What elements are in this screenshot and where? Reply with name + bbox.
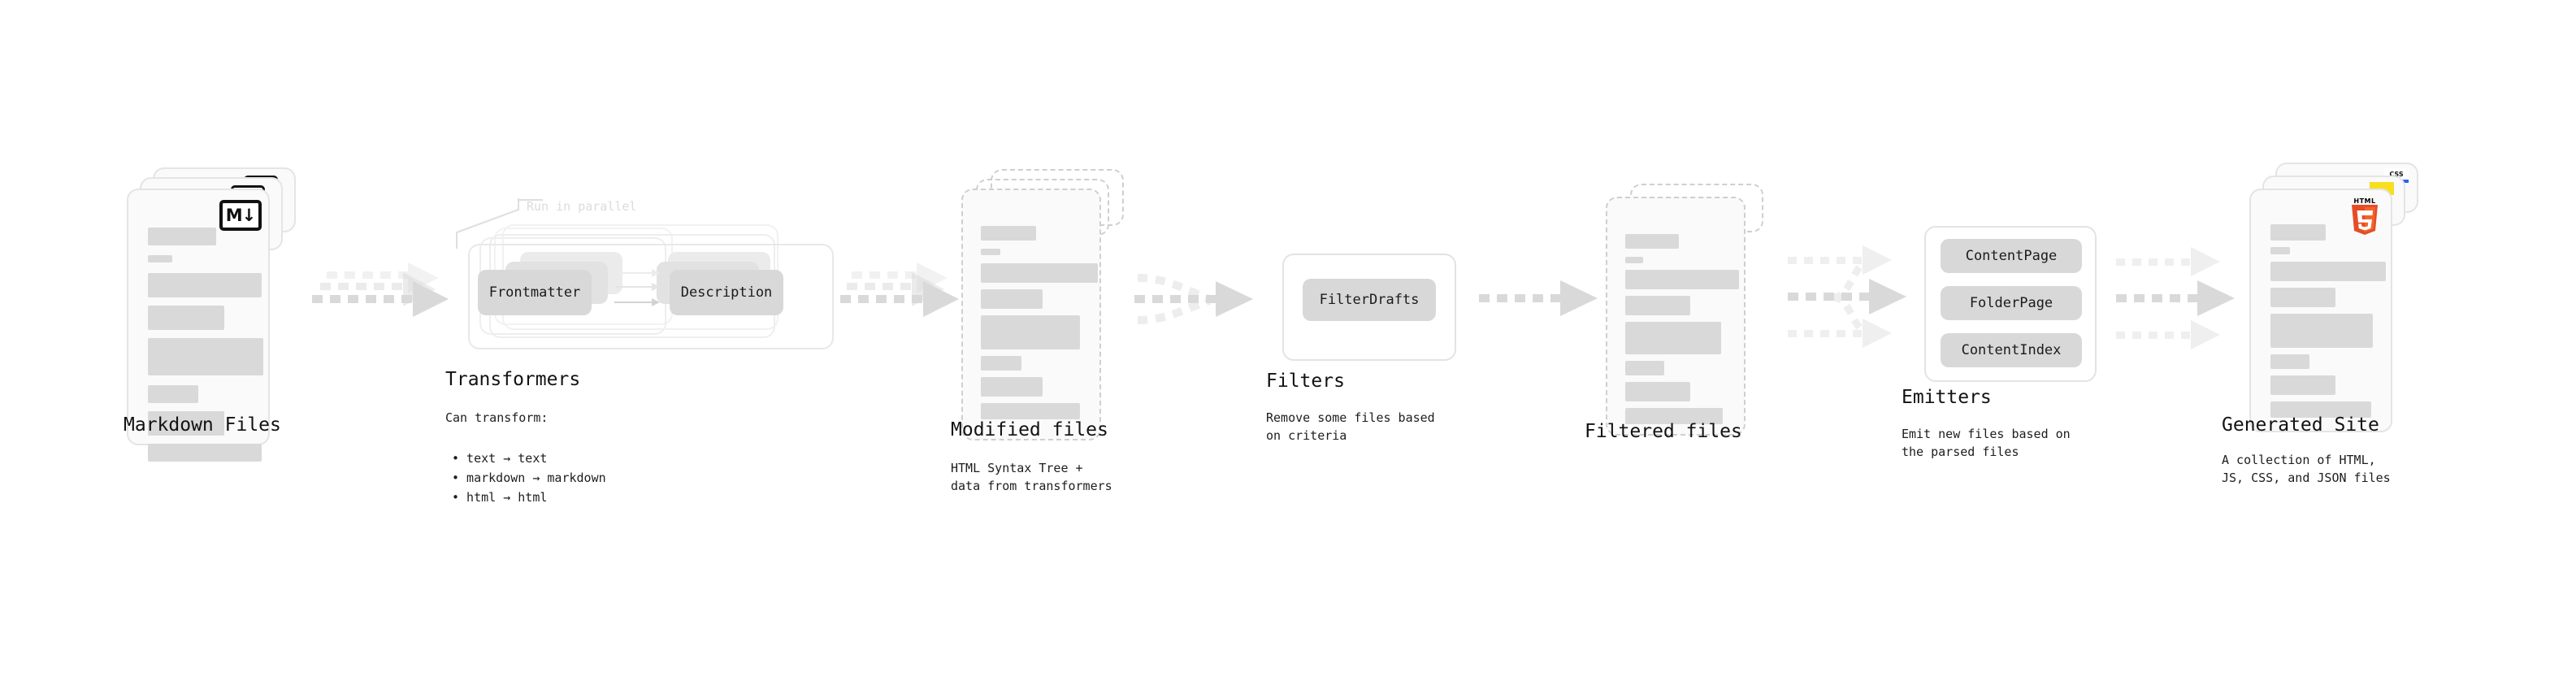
emitter-chip-folderpage[interactable]: FolderPage [1941, 286, 2082, 320]
filtered-file-card-front [1606, 197, 1746, 436]
card-bar [148, 255, 172, 262]
stage-subtitle-generated-site: A collection of HTML, JS, CSS, and JSON … [2222, 453, 2391, 485]
markdown-icon-front: M↓ [219, 200, 262, 231]
card-bar [2270, 401, 2371, 418]
card-bar [2270, 375, 2335, 395]
stage-title-modified-files: Modified files [951, 419, 1108, 440]
modified-file-card-front [961, 189, 1101, 440]
stage-title-filtered-files: Filtered files [1585, 421, 1742, 442]
stage-subtitle-modified-files: HTML Syntax Tree + data from transformer… [951, 461, 1112, 493]
card-bar [148, 273, 262, 297]
transformer-chip-frontmatter[interactable]: Frontmatter [478, 270, 592, 315]
card-bar [981, 356, 1021, 371]
arrow-transformers-to-modified [840, 262, 978, 328]
card-bar [1625, 322, 1721, 354]
bullet-markdown-markdown: • markdown → markdown [452, 471, 606, 485]
card-bar [1625, 296, 1690, 315]
transformer-chip-description[interactable]: Description [670, 270, 783, 315]
bullet-text-text: • text → text [452, 451, 548, 466]
emitter-chip-contentindex[interactable]: ContentIndex [1941, 333, 2082, 367]
card-bar [148, 306, 224, 330]
stage-title-markdown-files: Markdown Files [124, 414, 281, 436]
stage-title-transformers: Transformers [445, 369, 581, 390]
html5-icon: HTML [2348, 197, 2381, 236]
card-bar [2270, 224, 2326, 241]
arrow-filtered-to-emitters [1788, 234, 1934, 364]
card-bar [1625, 408, 1723, 424]
arrow-emitters-to-site [2116, 236, 2254, 366]
card-bar [981, 263, 1098, 283]
arrow-filters-to-filtered [1479, 280, 1601, 322]
card-bar [1625, 234, 1679, 249]
card-bar [2270, 247, 2290, 254]
stage-subtitle-transformers: Can transform: [445, 410, 549, 425]
stage-title-filters: Filters [1266, 371, 1345, 392]
arrow-modified-to-filters [1134, 268, 1273, 333]
transformers-box-front [468, 244, 834, 349]
card-bar [981, 377, 1043, 397]
filter-chip-filterdrafts[interactable]: FilterDrafts [1303, 279, 1436, 321]
card-bar [981, 289, 1043, 309]
card-bar [1625, 382, 1690, 401]
card-bar [1625, 270, 1739, 289]
card-bar [981, 315, 1080, 349]
transformers-bullet-list: • text → text • markdown → markdown • ht… [452, 449, 606, 507]
emitter-chip-contentpage[interactable]: ContentPage [1941, 239, 2082, 273]
run-in-parallel-bracket [455, 198, 553, 249]
card-bar [981, 249, 1000, 255]
card-bar [1625, 361, 1664, 375]
card-bar [1625, 257, 1643, 263]
bullet-html-html: • html → html [452, 490, 548, 505]
card-bar [981, 226, 1036, 241]
markdown-file-card-front [127, 189, 270, 462]
run-in-parallel-label: Run in parallel [527, 199, 637, 214]
card-bar [148, 444, 262, 462]
html5-wordmark: HTML [2353, 197, 2376, 205]
transformer-internal-arrows [614, 267, 673, 317]
stage-title-generated-site: Generated Site [2222, 414, 2379, 436]
card-bar [148, 228, 216, 245]
arrow-markdown-to-transformers [309, 262, 455, 328]
card-bar [148, 385, 198, 403]
card-bar [981, 403, 1080, 419]
stage-title-emitters: Emitters [1902, 387, 1992, 408]
stage-subtitle-filters: Remove some files based on criteria [1266, 410, 1435, 443]
card-bar [2270, 354, 2309, 369]
card-bar [148, 411, 224, 436]
card-bar [148, 338, 263, 375]
card-bar [2270, 262, 2386, 281]
card-bar [2270, 314, 2373, 348]
card-bar [2270, 288, 2335, 307]
stage-subtitle-emitters: Emit new files based on the parsed files [1902, 427, 2071, 459]
